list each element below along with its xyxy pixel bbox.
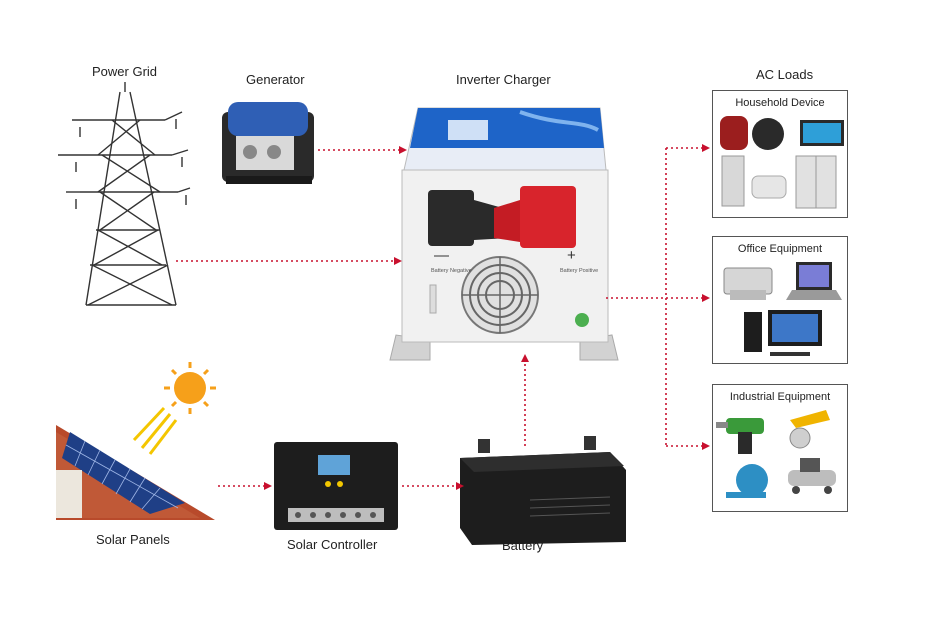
household-appliances-icon — [720, 116, 844, 209]
power-grid-label: Power Grid — [92, 64, 158, 79]
power-tower-icon — [58, 82, 191, 306]
battery-negative-label: Battery Negative — [431, 268, 472, 274]
solar-panels-label: Solar Panels — [96, 532, 170, 547]
generator-label: Generator — [246, 72, 305, 87]
inverter-charger-label: Inverter Charger — [456, 72, 551, 87]
battery-positive-symbol: + — [567, 247, 576, 264]
generator-icon — [222, 102, 314, 184]
sun-icon — [132, 362, 216, 455]
ac-loads-label: AC Loads — [756, 67, 814, 82]
battery-icon — [460, 436, 626, 545]
solar-panels-icon — [56, 425, 215, 520]
household-device-title: Household Device — [735, 97, 825, 109]
office-equipment-icon — [723, 262, 842, 356]
connection-arrows — [176, 144, 710, 490]
inverter-charger-icon: — + Battery Negative Battery Positive — [389, 107, 619, 361]
solar-controller-label: Solar Controller — [287, 537, 378, 552]
battery-negative-symbol: — — [434, 247, 449, 264]
solar-controller-icon — [274, 442, 398, 530]
office-equipment-title: Office Equipment — [737, 243, 823, 255]
industrial-equipment-icon — [716, 410, 836, 498]
battery-positive-label: Battery Positive — [560, 268, 598, 274]
industrial-equipment-title: Industrial Equipment — [729, 391, 831, 403]
